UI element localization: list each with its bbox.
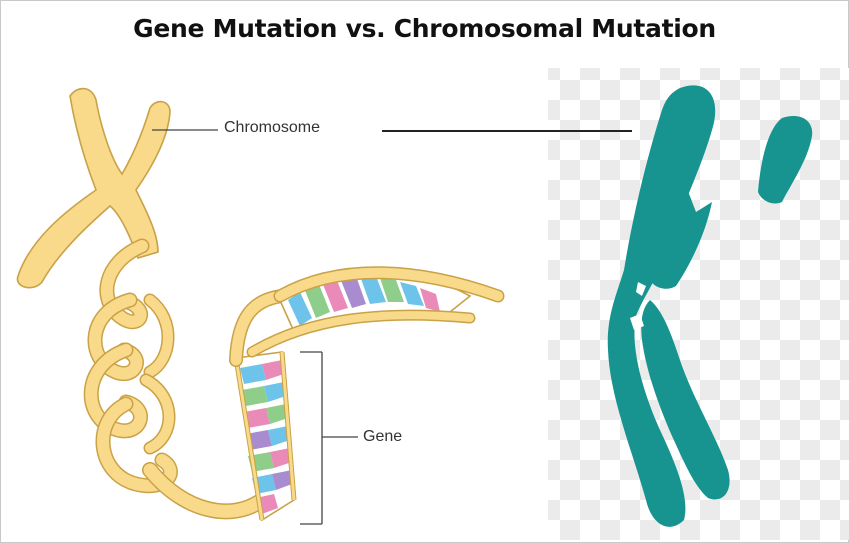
main-chromatid-right <box>641 300 730 500</box>
gene-label: Gene <box>363 428 403 445</box>
base-pairs-horizontal <box>288 276 440 326</box>
broken-chromosome-arm <box>648 186 712 289</box>
mutated-chromosome <box>607 85 813 527</box>
chromosome-x-shape <box>16 87 171 289</box>
main-chromatid-left <box>607 85 716 527</box>
diagram-title: Gene Mutation vs. Chromosomal Mutation <box>133 14 716 43</box>
breakage-mark <box>630 314 644 330</box>
dna-strand <box>83 238 505 522</box>
detached-chromosome-fragment <box>758 116 813 204</box>
chromosome-label: Chromosome <box>224 119 321 136</box>
base-pairs-vertical <box>240 360 292 514</box>
gene-bracket <box>300 351 358 525</box>
breakage-mark <box>636 282 646 296</box>
chromosome-illustration <box>16 87 171 289</box>
